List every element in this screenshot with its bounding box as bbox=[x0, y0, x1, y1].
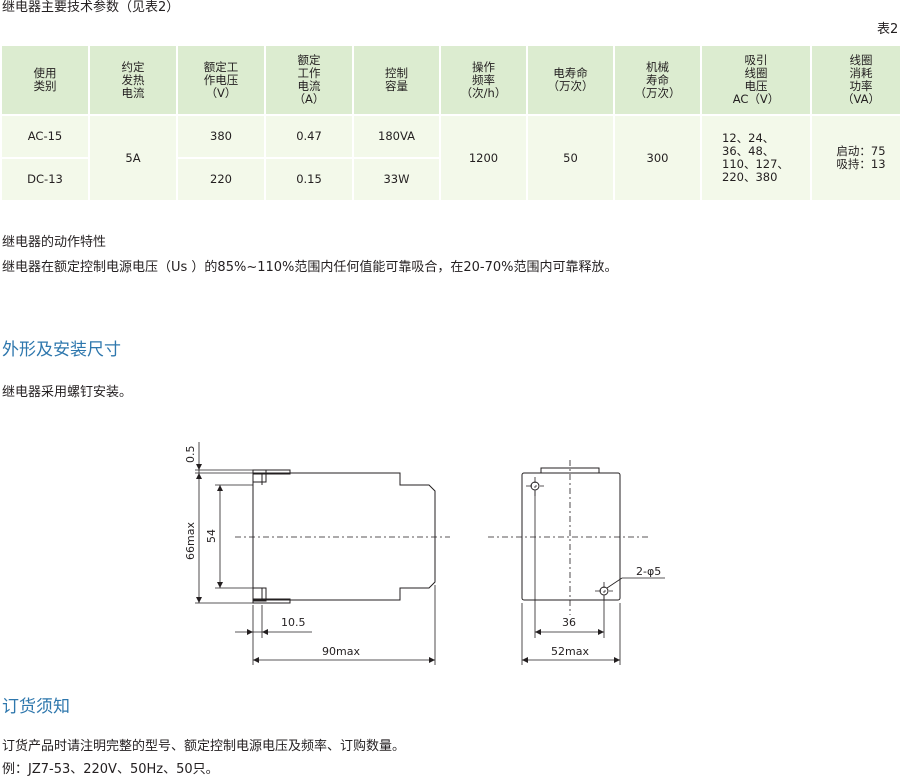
header-control-capacity: 控制 容量 bbox=[352, 44, 441, 116]
table-header-row: 使用 类别 约定 发热 电流 额定工 作电压 （V） 额定 工作 电流 （A） … bbox=[0, 44, 900, 116]
header-rated-voltage: 额定工 作电压 （V） bbox=[176, 44, 266, 116]
cell-mechanical-life: 300 bbox=[613, 114, 702, 202]
cell-category: AC-15 bbox=[0, 114, 90, 159]
header-operation-frequency: 操作 频率 （次/h） bbox=[439, 44, 528, 116]
dim-length-max-label: 90max bbox=[322, 645, 360, 658]
header-mechanical-life: 机械 寿命 （万次） bbox=[613, 44, 702, 116]
dim-hole-spacing-label: 36 bbox=[562, 616, 576, 629]
order-title: 订货须知 bbox=[2, 697, 70, 717]
cell-voltage: 380 bbox=[176, 114, 266, 159]
order-text: 订货产品时请注明完整的型号、额定控制电源电压及频率、订购数量。 bbox=[2, 739, 406, 754]
header-coil-power: 线圈 消耗 功率 （VA） bbox=[810, 44, 900, 116]
side-view-bottom-clip bbox=[252, 587, 267, 602]
dim-holes-label: 2-φ5 bbox=[636, 565, 661, 578]
cell-current: 0.47 bbox=[264, 114, 354, 159]
dimensions-title: 外形及安装尺寸 bbox=[2, 340, 121, 360]
cell-voltage: 220 bbox=[176, 157, 266, 202]
dim-height-max-label: 66max bbox=[184, 522, 197, 560]
order-example: 例：JZ7-53、220V、50Hz、50只。 bbox=[2, 762, 219, 777]
header-coil-voltage: 吸引 线圈 电压 AC（V） bbox=[700, 44, 812, 116]
cell-capacity: 180VA bbox=[352, 114, 441, 159]
table-label: 表2 bbox=[877, 22, 899, 37]
table-row: DC-13 220 0.15 33W bbox=[0, 157, 900, 202]
cell-capacity: 33W bbox=[352, 157, 441, 202]
cell-thermal-current: 5A bbox=[88, 114, 178, 202]
action-text: 继电器在额定控制电源电压（Us ）的85%~110%范围内任何值能可靠吸合，在2… bbox=[2, 260, 618, 275]
cell-coil-voltage: 12、24、 36、48、 110、127、 220、380 bbox=[700, 114, 812, 202]
action-heading: 继电器的动作特性 bbox=[2, 235, 107, 250]
spec-section-title: 继电器主要技术参数（见表2） bbox=[2, 0, 180, 15]
table-row: AC-15 5A 380 0.47 180VA 1200 50 300 12、2… bbox=[0, 114, 900, 202]
header-electrical-life: 电寿命 （万次） bbox=[526, 44, 615, 116]
dim-offset-label: 10.5 bbox=[281, 616, 306, 629]
side-view-outline bbox=[252, 472, 436, 601]
front-view-top-tab bbox=[540, 467, 600, 474]
dimensions-text: 继电器采用螺钉安装。 bbox=[2, 385, 133, 400]
cell-frequency: 1200 bbox=[439, 114, 528, 202]
dimension-drawing: 0.5 66max 54 10.5 90max 36 52max 2-φ5 bbox=[184, 442, 665, 665]
cell-coil-power: 启动：75 吸持：13 bbox=[810, 114, 900, 202]
header-thermal-current: 约定 发热 电流 bbox=[88, 44, 178, 116]
spec-table: 使用 类别 约定 发热 电流 额定工 作电压 （V） 额定 工作 电流 （A） … bbox=[0, 44, 900, 202]
header-category: 使用 类别 bbox=[0, 44, 90, 116]
side-view-top-clip bbox=[252, 469, 267, 483]
cell-current: 0.15 bbox=[264, 157, 354, 202]
cell-category: DC-13 bbox=[0, 157, 90, 202]
cell-electrical-life: 50 bbox=[526, 114, 615, 202]
front-view-outline bbox=[521, 472, 621, 601]
dim-top-gap-label: 0.5 bbox=[184, 446, 197, 464]
dim-width-max-label: 52max bbox=[551, 645, 589, 658]
dim-inner-height-label: 54 bbox=[205, 529, 218, 543]
header-rated-current: 额定 工作 电流 （A） bbox=[264, 44, 354, 116]
